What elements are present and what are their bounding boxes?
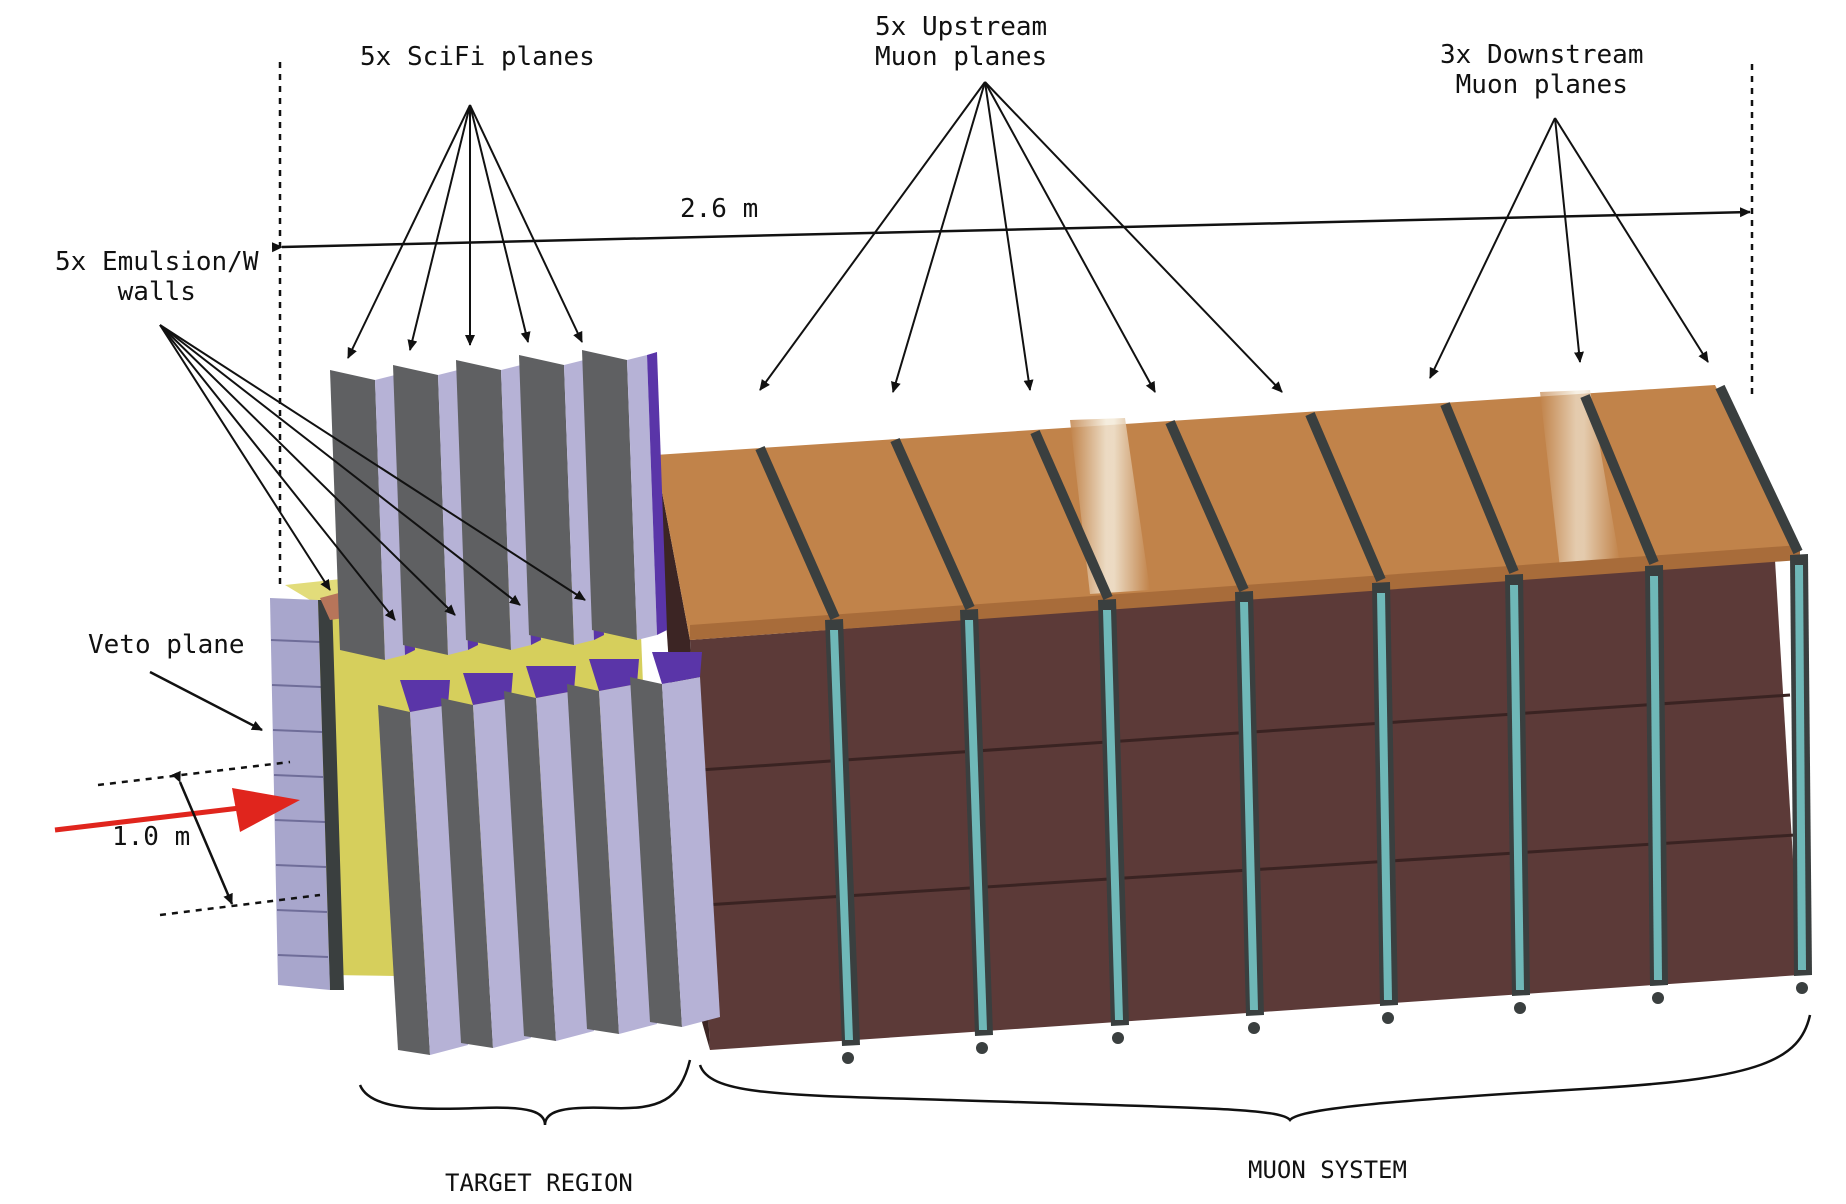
height-dashed-bottom [159, 893, 321, 917]
target-region-brace [358, 1059, 692, 1126]
emulsion-label-line1: 5x Emulsion/W [55, 247, 259, 277]
downstream-label-line1: 3x Downstream [1440, 40, 1644, 70]
scifi-plane-lower [378, 680, 468, 1055]
emulsion-callout-arrows [159, 324, 586, 621]
veto-frame [318, 600, 344, 990]
muon-system-brace [698, 1014, 1812, 1122]
scifi-plane-lower [567, 659, 657, 1034]
upstream-callout-arrows [759, 81, 1283, 393]
scifi-callout-arrows [347, 104, 583, 359]
downstream-label-line2: Muon planes [1455, 70, 1628, 100]
muon-feet [842, 982, 1808, 1064]
length-arrow [271, 207, 1751, 253]
veto-face [270, 598, 330, 990]
scifi-plane-lower [441, 673, 531, 1048]
scifi-plane-lower [630, 652, 720, 1027]
scifi-label: 5x SciFi planes [360, 42, 595, 72]
height-label: 1.0 m [112, 822, 191, 852]
upstream-label: 5x Upstream Muon planes [875, 12, 1047, 72]
target-region-label: TARGET REGION [445, 1169, 633, 1197]
muon-top-dividers [755, 384, 1803, 621]
height-arrow [171, 770, 234, 905]
emulsion-label: 5x Emulsion/W walls [55, 247, 259, 307]
scifi-plane-upper [582, 350, 667, 640]
scifi-plane-lower [504, 666, 594, 1041]
veto-label: Veto plane [88, 630, 245, 660]
downstream-callout-arrows [1429, 117, 1709, 379]
scifi-planes [330, 350, 720, 1055]
dimension-lines [97, 62, 1754, 917]
emulsion-label-line2: walls [117, 277, 196, 307]
muon-top-highlight [1540, 390, 1620, 568]
muon-system-label: MUON SYSTEM [1248, 1156, 1407, 1184]
muon-system [655, 384, 1812, 1064]
height-dashed-top [97, 760, 291, 787]
veto-pointer [149, 670, 263, 732]
upstream-label-line1: 5x Upstream [875, 12, 1048, 42]
length-label: 2.6 m [680, 194, 759, 224]
downstream-label: 3x Downstream Muon planes [1440, 40, 1644, 100]
upstream-label-line2: Muon planes [875, 42, 1048, 72]
muon-plane-frames [825, 554, 1812, 1046]
